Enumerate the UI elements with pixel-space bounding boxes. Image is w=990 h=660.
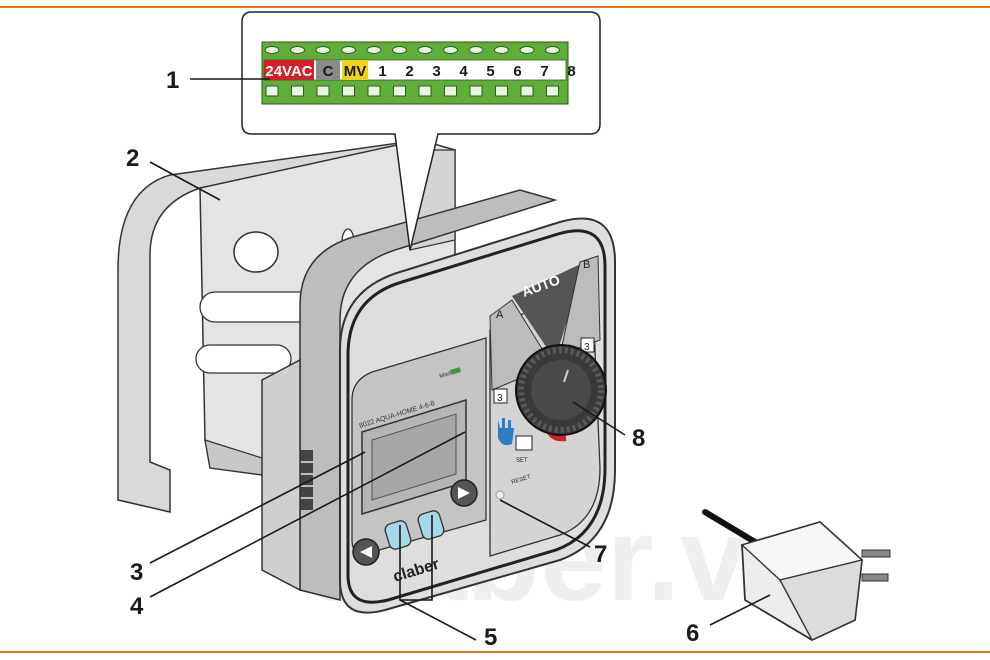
leader-6 [709,594,771,626]
callout-2: 2 [126,145,139,172]
terminal-label: MV [344,63,367,80]
manual-hand-icon [498,418,514,446]
power-adapter [702,509,891,642]
terminal-label: 24VAC [265,63,312,80]
leader-7 [499,499,591,548]
terminal-label-bg [316,60,340,80]
terminal-socket [418,85,432,97]
terminal-screw [290,46,305,54]
zone-b-label: B [583,259,590,271]
controller-body: 8022 AQUA-HOME 4-6-8 Made in claber AUTO… [261,189,616,614]
terminal-socket [495,85,508,97]
callout-5: 5 [484,624,497,651]
callout-3: 3 [130,559,143,586]
callout-leaders [149,78,771,641]
leader-2 [149,161,221,201]
terminal-label-bg [342,60,368,80]
set-label: SET [516,458,528,464]
badge-3-right-text: 3 [584,342,590,353]
terminal-screw [392,46,407,54]
reset-label: RESET [511,474,532,486]
terminal-label: 4 [459,63,468,80]
terminal-socket [316,85,330,97]
leader-3 [149,451,366,564]
terminal-socket [367,85,381,97]
badge-3-left-text: 3 [497,393,503,404]
zone-a-label: A [496,309,504,321]
badge-3-left [493,388,508,404]
plus-button[interactable] [417,509,446,540]
terminal-screw [264,46,280,54]
callout-7: 7 [594,541,607,568]
bracket-slot [195,344,292,374]
terminal-label: 3 [432,63,440,80]
terminal-label: 2 [405,63,413,80]
terminal-socket [444,85,457,97]
terminal-screw [315,46,331,54]
terminal-screw [443,46,458,54]
terminal-socket [291,85,304,97]
bracket-hole [233,231,279,273]
callout-4: 4 [130,593,144,620]
plug-prong [861,549,891,558]
terminal-socket [520,85,534,97]
plug-prong [861,573,889,582]
leader-4 [149,431,466,598]
terminal-socket [393,85,406,97]
bracket-slot [199,291,316,323]
terminal-label: 5 [486,63,494,80]
auto-sector [512,262,585,360]
left-arrow-icon [360,546,372,558]
zone-b-sector [559,255,601,356]
terminal-label: 6 [513,63,521,80]
terminal-label: 7 [540,63,548,80]
leader-5 [399,515,477,641]
terminal-label: 8 [567,63,575,80]
reset-button[interactable] [495,490,505,500]
terminal-socket [546,85,559,97]
terminal-socket [342,85,355,97]
bottom-border [0,651,990,653]
terminal-socket [469,85,483,97]
terminal-screw [519,46,535,54]
terminal-strip: 24VAC C MV 1 2 3 4 5 6 7 8 [261,41,576,105]
terminal-label: 1 [378,63,386,80]
program-dial[interactable] [515,344,607,436]
callout-6: 6 [686,620,699,647]
flag-icon [450,367,462,375]
top-border [0,6,990,8]
callout-1: 1 [166,67,179,94]
badge-3-right [580,337,595,353]
made-in-label: Made in [439,368,461,380]
callout-8: 8 [632,425,645,452]
terminal-socket [265,85,279,97]
terminal-screw [341,46,356,54]
terminal-screw [366,46,382,54]
terminal-screw [545,46,560,54]
leader-8 [572,401,626,436]
callout-numbers: 1 2 3 4 5 6 7 8 [126,67,699,651]
terminal-callout: 24VAC C MV 1 2 3 4 5 6 7 8 [241,11,601,251]
terminal-screw [494,46,509,54]
terminal-label-bg [264,60,314,80]
set-calendar-icon [515,435,533,451]
minus-button[interactable] [384,519,413,550]
terminal-label: C [323,63,334,80]
right-arrow-icon [458,487,470,499]
terminal-screw [468,46,484,54]
terminal-screw [417,46,433,54]
